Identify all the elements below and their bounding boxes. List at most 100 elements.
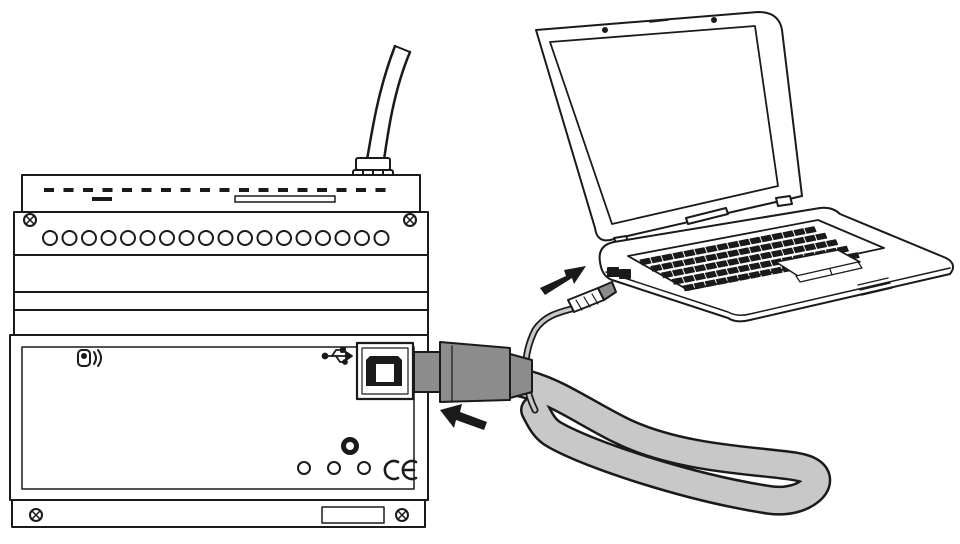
terminal-screw xyxy=(217,230,234,246)
usb-a-plug xyxy=(567,281,617,313)
corner-screws xyxy=(23,213,417,522)
keyboard-key xyxy=(804,243,817,251)
keyboard-key xyxy=(716,260,729,268)
keyboard-key xyxy=(759,260,772,268)
terminal-screw xyxy=(334,230,351,246)
keyboard-key xyxy=(682,275,695,283)
status-led xyxy=(357,461,371,475)
usb-icon xyxy=(321,347,353,365)
keyboard-key xyxy=(771,232,784,241)
keyboard-key xyxy=(726,266,739,275)
keyboard-key xyxy=(694,255,707,264)
keyboard-key xyxy=(771,241,784,249)
terminal-screw xyxy=(159,230,175,246)
keyboard-key xyxy=(760,234,773,243)
terminal-slot xyxy=(141,188,152,192)
keyboard-key xyxy=(748,271,761,279)
terminal-slot xyxy=(258,188,269,192)
keyboard-key xyxy=(727,240,740,249)
terminal-screw xyxy=(354,230,370,246)
terminal-slot xyxy=(219,188,230,192)
terminal-screw xyxy=(315,230,331,246)
usb-cable xyxy=(503,304,832,516)
keyboard-key xyxy=(672,268,685,277)
terminal-screw xyxy=(120,230,136,246)
device-top-block xyxy=(21,174,421,213)
laptop xyxy=(535,11,955,323)
keyboard-key xyxy=(793,236,806,245)
terminal-screw xyxy=(237,230,253,246)
terminal-screw xyxy=(373,230,390,246)
terminal-slot xyxy=(239,188,249,192)
status-led xyxy=(327,461,341,475)
keyboard-key xyxy=(693,273,706,281)
status-leds xyxy=(297,461,371,475)
laptop-usb-ports[interactable] xyxy=(607,267,631,279)
keyboard-key xyxy=(749,253,762,262)
keyboard-key xyxy=(704,270,717,279)
keyboard-key xyxy=(683,249,696,257)
keyboard-key xyxy=(771,249,784,258)
keyboard-key xyxy=(749,245,762,253)
terminal-slot xyxy=(356,188,366,192)
terminal-row xyxy=(42,230,390,246)
laptop-screen xyxy=(549,25,779,225)
device-upper-housing xyxy=(13,211,429,293)
terminal-screw xyxy=(100,230,117,246)
keyboard-key xyxy=(650,255,663,264)
keyboard-key xyxy=(661,253,674,262)
terminal-screw xyxy=(61,230,78,246)
terminal-slot xyxy=(336,188,347,192)
keyboard-key xyxy=(793,228,806,236)
terminal-slots xyxy=(44,188,386,192)
terminal-slot xyxy=(278,188,288,192)
arrow-to-laptop-port xyxy=(540,266,586,295)
terminal-slot xyxy=(297,188,308,192)
keyboard-key xyxy=(694,247,707,255)
terminal-slot xyxy=(63,188,74,192)
keyboard-key xyxy=(727,249,740,258)
keyboard-key xyxy=(705,253,718,262)
keyboard-key xyxy=(782,230,795,238)
terminal-screw xyxy=(139,230,156,246)
terminal-slot xyxy=(317,188,327,192)
keyboard-key xyxy=(726,275,739,283)
status-led xyxy=(297,461,311,475)
keyboard-key xyxy=(804,234,817,243)
usb-b-plug xyxy=(413,341,533,403)
keyboard-key xyxy=(727,258,740,266)
keyboard-key xyxy=(671,277,684,285)
keyboard-key xyxy=(737,273,750,281)
keyboard-key xyxy=(672,251,685,259)
ce-mark-icon xyxy=(383,459,418,481)
keyboard-key xyxy=(650,264,663,272)
keyboard-key xyxy=(815,232,828,241)
terminal-slot xyxy=(200,188,210,192)
terminal-screw xyxy=(42,230,58,246)
laptop-touchpad xyxy=(775,249,861,277)
keyboard-key xyxy=(826,239,839,247)
terminal-slot xyxy=(102,188,113,192)
keyboard-key xyxy=(693,281,706,290)
device-mid-band xyxy=(13,291,429,336)
keyboard-key xyxy=(793,245,806,254)
keyboard-key xyxy=(683,266,696,275)
keyboard-key xyxy=(737,264,750,273)
terminal-slot xyxy=(180,188,191,192)
antenna-icon xyxy=(77,349,102,367)
terminal-screw xyxy=(256,230,273,246)
keyboard-key xyxy=(738,256,751,264)
keyboard-key xyxy=(705,245,718,253)
terminal-slot xyxy=(375,188,386,192)
keyboard-key xyxy=(715,268,728,277)
keyboard-key xyxy=(672,260,685,268)
keyboard-key xyxy=(738,238,751,247)
usb-b-port[interactable] xyxy=(355,341,415,401)
terminal-screw xyxy=(276,230,292,246)
keyboard-key xyxy=(716,243,729,251)
terminal-slot xyxy=(122,188,132,192)
reset-button[interactable] xyxy=(341,437,359,455)
terminal-slot xyxy=(161,188,171,192)
